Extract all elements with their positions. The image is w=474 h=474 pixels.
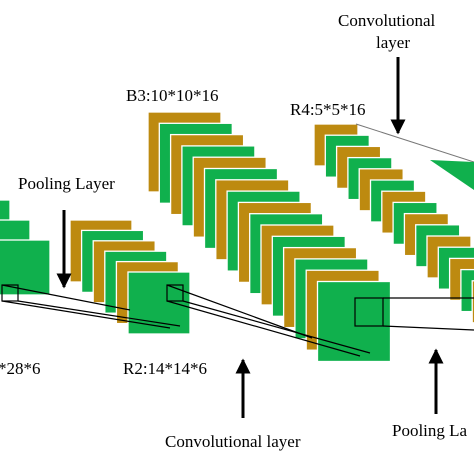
label-convolutional-top-line2: layer — [376, 33, 410, 52]
c1-projection-line — [1, 300, 171, 329]
b3-kernel-window — [354, 297, 384, 327]
r4-top-wedge — [430, 160, 474, 190]
stack-r4-feature-map — [471, 280, 474, 324]
stack-r4-feature-map — [460, 268, 474, 313]
r2-projection-line — [166, 284, 313, 339]
c1-projection-line — [1, 284, 131, 311]
stack-c1 — [0, 199, 51, 296]
label-r4-dimensions: R4:5*5*16 — [290, 100, 366, 119]
label-r2-dimensions: R2:14*14*6 — [123, 359, 207, 378]
r2-kernel-window — [166, 284, 184, 302]
label-c1-dimensions: *28*6 — [0, 359, 41, 378]
stack-b3 — [147, 111, 392, 363]
label-b3-dimensions: B3:10*10*16 — [126, 86, 219, 105]
stack-b3-feature-map — [316, 280, 392, 363]
label-pooling-layer-left: Pooling Layer — [18, 174, 115, 193]
stack-r2-feature-map — [127, 271, 191, 335]
r2-projection-line — [166, 300, 361, 357]
c1-kernel-window — [1, 284, 19, 302]
r2-projection-line — [182, 300, 371, 354]
label-convolutional-top-line1: Convolutional — [338, 11, 436, 30]
b3-projection-line — [382, 325, 474, 331]
stack-r4 — [313, 123, 474, 324]
c1-projection-line — [17, 300, 181, 327]
stack-r2 — [69, 219, 191, 335]
r4-edge-line — [355, 123, 474, 163]
label-pooling-bottom: Pooling La — [392, 421, 468, 440]
label-convolutional-bottom: Convolutional layer — [165, 432, 301, 451]
stack-c1-feature-map — [0, 239, 51, 296]
